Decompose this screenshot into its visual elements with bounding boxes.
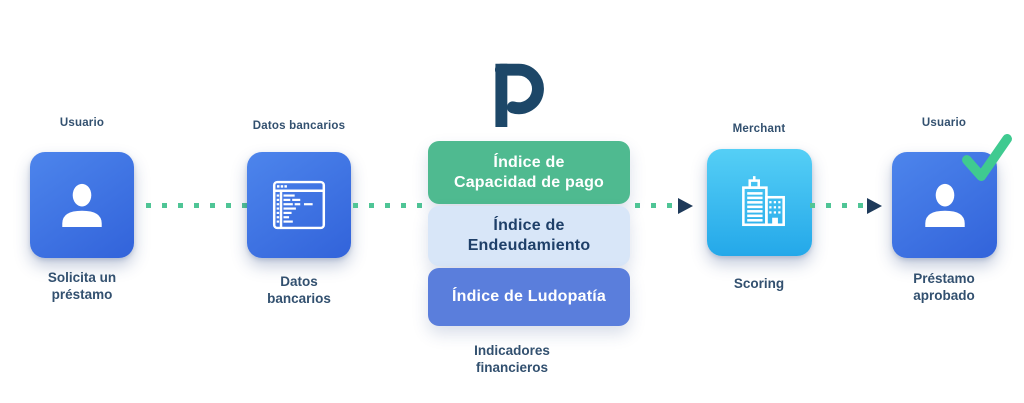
step-request-box — [30, 152, 134, 258]
dotted-connector-4 — [810, 203, 863, 208]
step-request-top-label: Usuario — [59, 117, 105, 129]
right-arrowhead-icon-2 — [867, 198, 882, 214]
step-approved-top-label: Usuario — [921, 117, 967, 129]
dotted-connector-3 — [635, 203, 675, 208]
step-bankdata-caption: Datos bancarios — [267, 274, 331, 306]
user-icon — [924, 183, 965, 228]
buildings-icon — [741, 175, 785, 226]
indicator-box-endeudamiento: Índice de Endeudamiento — [428, 206, 630, 266]
user-icon — [62, 183, 102, 228]
step-merchant-caption: Scoring — [733, 276, 785, 291]
indicator-box-capacidad-pago: Índice de Capacidad de pago — [428, 141, 630, 204]
step-request-caption: Solicita un préstamo — [47, 270, 117, 302]
right-arrowhead-icon-1 — [678, 198, 693, 214]
p-brand-logo-icon — [494, 63, 544, 127]
check-icon — [962, 134, 1012, 182]
step-merchant-top-label: Merchant — [732, 123, 786, 135]
indicators-caption: Indicadores financieros — [474, 343, 550, 375]
step-merchant-box — [707, 149, 812, 256]
dotted-connector-2 — [353, 203, 425, 208]
step-bankdata-box — [247, 152, 351, 258]
step-bankdata-top-label: Datos bancarios — [252, 120, 346, 132]
step-approved-caption: Préstamo aprobado — [913, 271, 975, 303]
data-window-icon — [272, 180, 326, 230]
indicator-box-ludopatia: Índice de Ludopatía — [428, 268, 630, 326]
dotted-connector-1 — [146, 203, 248, 208]
